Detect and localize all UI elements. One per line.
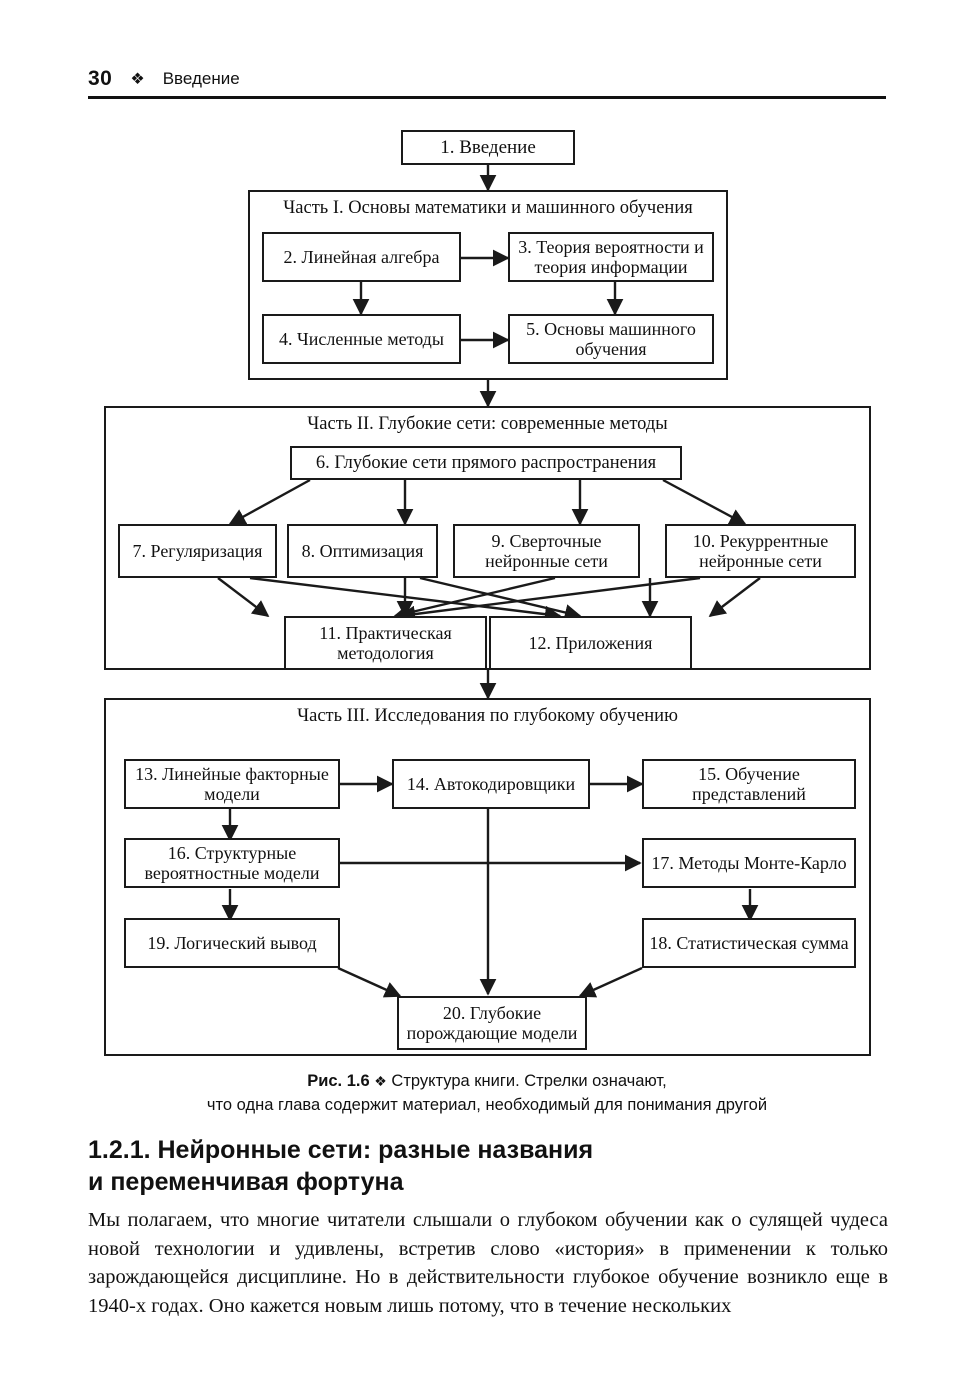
body-paragraph: Мы полагаем, что многие читатели слышали… [88, 1209, 888, 1318]
caption-text-1: Структура книги. Стрелки означают, [391, 1072, 667, 1090]
node-10-recurrent-networks[interactable]: 10. Рекуррентные нейронные сети [665, 524, 856, 578]
diagram-arrows [217, 165, 761, 998]
node-17-monte-carlo-methods[interactable]: 17. Методы Монте-Карло [642, 838, 856, 888]
caption-line-2: что одна глава содержит материал, необхо… [206, 1095, 768, 1114]
figure-1-6-diagram: 1. Введение Часть I. Основы математики и… [0, 118, 974, 1068]
node-3-probability-theory[interactable]: 3. Теория вероятности и теория информаци… [508, 232, 714, 282]
node-8-optimization[interactable]: 8. Оптимизация [287, 524, 438, 578]
container-part-1-title: Часть I. Основы математики и машинного о… [283, 198, 693, 218]
node-20-deep-generative-models[interactable]: 20. Глубокие порождающие модели [397, 996, 587, 1050]
header-rule [88, 96, 886, 99]
node-14-autoencoders[interactable]: 14. Автокодировщики [392, 759, 590, 809]
node-7-regularization[interactable]: 7. Регуляризация [118, 524, 277, 578]
caption-label: Рис. 1.6 [307, 1072, 370, 1090]
node-1-introduction[interactable]: 1. Введение [401, 130, 575, 165]
diamond-icon: ❖ [130, 71, 145, 88]
node-9-convolutional-networks[interactable]: 9. Сверточные нейронные сети [453, 524, 640, 578]
node-19-inference[interactable]: 19. Логический вывод [124, 918, 340, 968]
container-part-3-title: Часть III. Исследования по глубокому обу… [297, 706, 678, 726]
node-15-representation-learning[interactable]: 15. Обучение представлений [642, 759, 856, 809]
node-12-applications[interactable]: 12. Приложения [489, 616, 692, 670]
page-header: 30 ❖ Введение [88, 62, 886, 96]
container-part-2-title: Часть II. Глубокие сети: современные мет… [307, 414, 668, 434]
figure-caption: Рис. 1.6 ❖ Структура книги. Стрелки озна… [88, 1070, 886, 1118]
node-6-feedforward-networks[interactable]: 6. Глубокие сети прямого распространения [290, 446, 682, 480]
page-number: 30 [88, 67, 113, 90]
node-11-practical-methodology[interactable]: 11. Практическая методология [284, 616, 487, 670]
caption-line-1: Рис. 1.6 ❖ Структура книги. Стрелки озна… [88, 1070, 886, 1094]
node-4-numerical-methods[interactable]: 4. Численные методы [262, 314, 461, 364]
node-13-linear-factor-models[interactable]: 13. Линейные факторные модели [124, 759, 340, 809]
node-5-ml-basics[interactable]: 5. Основы машинного обучения [508, 314, 714, 364]
node-16-structured-probabilistic-models[interactable]: 16. Структурные вероятностные модели [124, 838, 340, 888]
node-2-linear-algebra[interactable]: 2. Линейная алгебра [262, 232, 461, 282]
section-heading-line-2: и переменчивая фортуна [88, 1168, 404, 1196]
node-18-partition-function[interactable]: 18. Статистическая сумма [642, 918, 856, 968]
section-heading-line-1: 1.2.1. Нейронные сети: разные названия [88, 1136, 594, 1164]
diamond-icon: ❖ [374, 1073, 387, 1089]
running-head-title: Введение [162, 69, 240, 88]
section-heading: 1.2.1. Нейронные сети: разные названия и… [88, 1134, 918, 1198]
